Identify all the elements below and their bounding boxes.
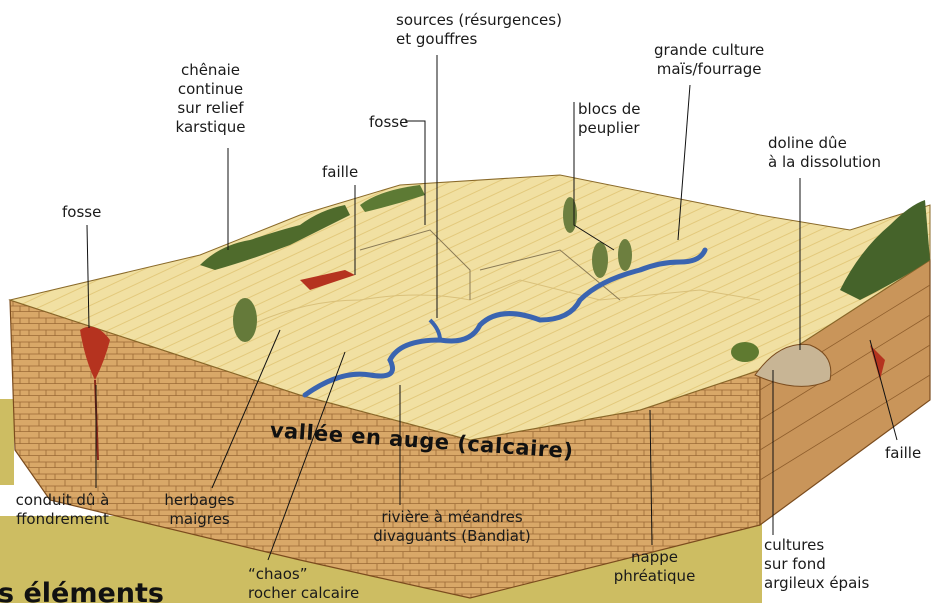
leader-grande-culture: [677, 84, 691, 241]
karst-conduit-left: [80, 326, 110, 380]
leader-chaos: [267, 351, 346, 561]
forest-center: [360, 185, 425, 212]
leader-fosse-center: [405, 120, 426, 225]
leader-nappe: [649, 409, 653, 546]
label-faille-top: faille: [322, 163, 359, 181]
leader-fosse-left: [86, 224, 90, 329]
cut-heading: s éléments: [0, 578, 164, 609]
doline: [754, 343, 832, 387]
label-faille-right: faille: [885, 444, 922, 462]
leader-faille-right: [869, 339, 898, 441]
label-fosse-center: fosse: [369, 113, 409, 131]
legend-band-left: [0, 399, 14, 485]
leader-herbages: [211, 329, 281, 489]
label-fosse-left: fosse: [62, 203, 102, 221]
forest-left: [200, 205, 350, 270]
label-sources: sources (résurgences)et gouffres: [396, 11, 562, 48]
leader-blocs: [573, 102, 615, 251]
river: [302, 247, 708, 398]
forest-right: [840, 200, 930, 300]
valley-surface: [8, 174, 931, 441]
label-chaos: “chaos”rocher calcaire: [248, 565, 360, 602]
